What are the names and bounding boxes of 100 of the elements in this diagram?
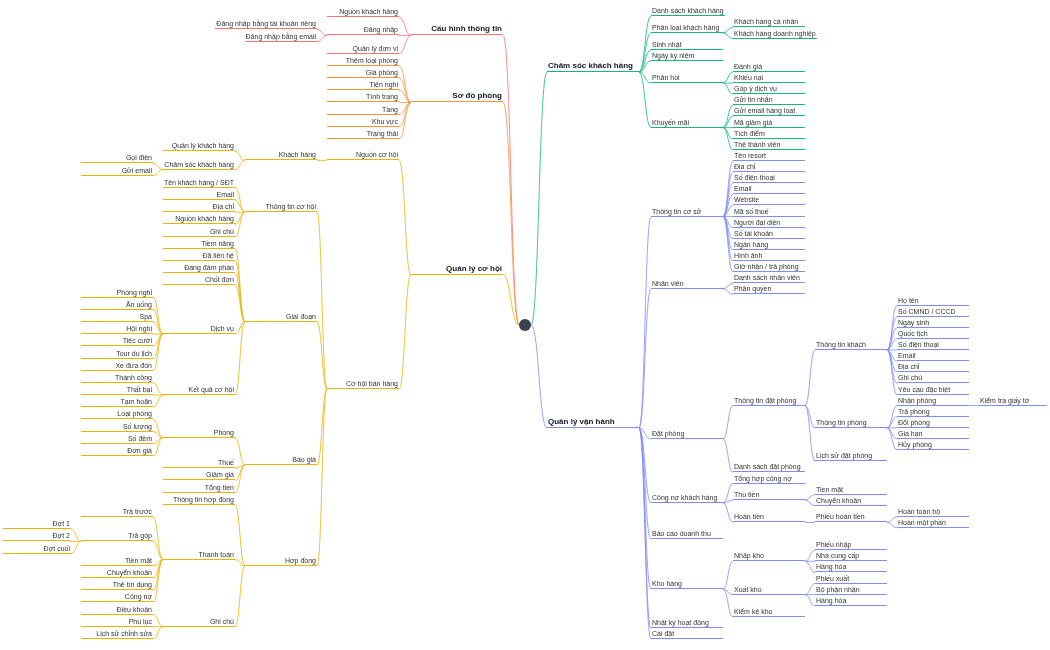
branch-connector [316, 28, 328, 36]
branch-connector [530, 71, 548, 326]
branch-connector [722, 288, 734, 295]
branch-connector [886, 349, 898, 395]
branch-connector [234, 211, 246, 237]
branch-connector [234, 321, 246, 396]
branch-connector [152, 333, 164, 347]
branch-connector [804, 405, 816, 462]
branch-connector [152, 614, 164, 628]
branch-connector [722, 560, 734, 590]
branch-connector [152, 382, 164, 396]
branch-connector [804, 594, 816, 607]
branch-connector [886, 327, 898, 351]
branch-connector [886, 405, 898, 429]
branch-connector [152, 559, 164, 591]
branch-connector [722, 282, 734, 290]
branch-connector [398, 102, 412, 140]
branch-connector [316, 211, 328, 390]
branch-connector [70, 541, 82, 542]
branch-connector [722, 82, 734, 84]
branch-connector [722, 104, 734, 128]
branch-connector [234, 464, 246, 494]
branch-connector [152, 626, 164, 640]
branch-connector [316, 35, 328, 42]
branch-connector [234, 464, 246, 481]
branch-connector [638, 60, 652, 73]
branch-connector [804, 405, 816, 429]
branch-connector [152, 394, 164, 408]
branch-connector [886, 349, 898, 384]
branch-connector [804, 522, 816, 523]
branch-connector [804, 583, 816, 596]
branch-connector [234, 464, 246, 469]
branch-connector [638, 288, 652, 429]
branch-connector [722, 171, 734, 217]
branch-topic: Quản lý vận hành [547, 416, 639, 428]
branch-connector [722, 193, 734, 217]
branch-connector [152, 394, 164, 396]
branch-connector [398, 160, 412, 276]
branch-connector [152, 309, 164, 335]
branch-connector [502, 102, 520, 326]
branch-connector [804, 560, 816, 573]
branch-connector [886, 427, 898, 429]
branch-connector [722, 216, 734, 229]
branch-connector [886, 349, 898, 362]
branch-connector [968, 405, 980, 407]
branch-connector [722, 127, 734, 151]
branch-connector [70, 541, 82, 554]
branch-connector [152, 541, 164, 561]
branch-connector [722, 405, 734, 440]
branch-connector [638, 71, 652, 128]
branch-connector [398, 16, 412, 36]
branch-connector [722, 116, 734, 128]
branch-connector [804, 499, 816, 507]
branch-connector [152, 297, 164, 335]
branch-connector [70, 528, 82, 542]
branch-connector [722, 588, 734, 618]
branch-connector [886, 427, 898, 440]
branch-connector [152, 437, 164, 445]
branch-connector [152, 559, 164, 567]
branch-connector [502, 274, 520, 326]
branch-connector [152, 333, 164, 335]
branch-connector [804, 594, 816, 596]
branch-connector [152, 559, 164, 603]
branch-connector [722, 499, 734, 504]
branch-connector [722, 502, 734, 523]
branch-connector [316, 388, 328, 466]
branch-connector [886, 522, 898, 529]
branch-connector [722, 32, 734, 39]
branch-connector [886, 427, 898, 451]
branch-connector [152, 321, 164, 335]
branch-connector [234, 150, 246, 161]
branch-topic: Quản lý cơ hội [411, 263, 503, 275]
branch-connector [804, 349, 816, 407]
branch-connector [398, 102, 412, 103]
branch-connector [722, 82, 734, 95]
branch-connector [234, 199, 246, 213]
branch-connector [886, 338, 898, 351]
branch-connector [398, 65, 412, 103]
branch-topic: Cấu hình thông tin [411, 24, 503, 36]
branch-connector [886, 349, 898, 351]
branch-topic: Chăm sóc khách hàng [547, 60, 639, 72]
branch-connector [234, 211, 246, 225]
branch-connector [152, 431, 164, 439]
branch-topic: Sơ đồ phòng [411, 91, 503, 103]
branch-connector [722, 216, 734, 251]
branch-connector [234, 504, 246, 567]
branch-connector [722, 438, 734, 473]
branch-connector [722, 127, 734, 140]
branch-connector [234, 565, 246, 628]
branch-connector [530, 324, 548, 429]
branch-connector [152, 516, 164, 561]
branch-connector [722, 216, 734, 217]
branch-connector [804, 494, 816, 501]
branch-connector [886, 516, 898, 523]
branch-connector [722, 127, 734, 128]
branch-connector [152, 437, 164, 457]
branch-connector [234, 284, 246, 323]
branch-connector [316, 160, 328, 161]
branch-connector [234, 321, 246, 335]
branch-connector [234, 211, 246, 213]
